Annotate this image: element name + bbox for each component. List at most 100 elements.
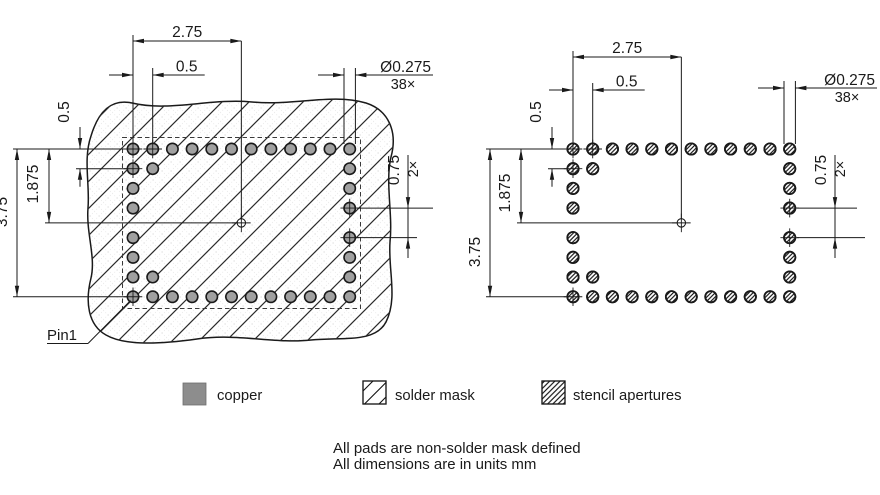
copper-pad: [343, 290, 357, 304]
stencil-aperture: [724, 290, 738, 304]
dim-arrow: [549, 168, 555, 180]
dim-arrow: [14, 149, 20, 160]
note-solder-mask-defined: All pads are non-solder mask defined: [333, 440, 581, 457]
stencil-aperture: [586, 270, 600, 284]
copper-pad: [264, 290, 278, 304]
stencil-aperture: [566, 250, 580, 264]
stencil-swatch: [541, 380, 566, 405]
copper-pad: [225, 290, 239, 304]
stencil-aperture: [783, 270, 797, 284]
copper-pad: [303, 290, 317, 304]
dim-arrow: [333, 72, 344, 78]
note-units: All dimensions are in units mm: [333, 456, 536, 473]
stencil-aperture: [763, 290, 777, 304]
stencil-aperture: [625, 290, 639, 304]
dim-arrow: [46, 211, 52, 223]
copper-pad: [146, 270, 160, 284]
solder-mask-swatch: [362, 380, 387, 405]
stencil-aperture: [645, 290, 659, 304]
dim-text-diameter: Ø0.275: [824, 72, 875, 89]
dim-arrow: [122, 72, 133, 78]
stencil-aperture: [625, 142, 639, 156]
stencil-aperture: [704, 142, 718, 156]
legend: copper solder mask stencil apertures: [182, 380, 682, 406]
stencil-aperture: [566, 201, 580, 215]
copper-pad: [323, 142, 337, 156]
copper-pad: [244, 290, 258, 304]
dim-arrow: [77, 138, 83, 149]
copper-pad: [146, 162, 160, 176]
dim-arrow: [487, 149, 493, 160]
copper-pad: [343, 270, 357, 284]
stencil-aperture: [724, 142, 738, 156]
dim-text-0_5-vertical: 0.5: [56, 101, 73, 123]
dim-text-count: 38×: [391, 77, 416, 93]
dim-arrow: [46, 149, 52, 160]
stencil-aperture: [783, 162, 797, 176]
stencil-aperture: [645, 142, 659, 156]
copper-pad: [303, 142, 317, 156]
stencil-aperture: [566, 181, 580, 195]
stencil-aperture: [605, 290, 619, 304]
stencil-aperture: [664, 142, 679, 156]
legend-label-solder-mask: solder mask: [395, 388, 475, 404]
copper-pad: [126, 181, 140, 195]
copper-pad: [244, 142, 258, 156]
copper-pad: [126, 231, 140, 245]
stencil-aperture: [684, 290, 698, 304]
dim-arrow: [795, 85, 807, 91]
dim-arrow: [773, 85, 784, 91]
dim-arrow: [355, 72, 367, 78]
dim-text-diameter: Ø0.275: [380, 59, 431, 76]
dim-text-count: 38×: [835, 90, 860, 106]
copper-pad: [284, 142, 298, 156]
copper-pad: [264, 142, 278, 156]
dim-arrow: [14, 285, 20, 297]
stencil-aperture: [566, 270, 580, 284]
stencil-aperture: [566, 231, 580, 245]
dim-arrow: [670, 54, 682, 60]
stencil-aperture: [783, 290, 797, 304]
dim-arrow: [152, 72, 164, 78]
stencil-aperture: [586, 162, 600, 176]
copper-pad: [323, 290, 337, 304]
dim-arrow: [549, 138, 555, 149]
dim-text-0_5-horizontal: 0.5: [616, 74, 638, 91]
dim-arrow: [77, 168, 83, 180]
stencil-aperture: [664, 290, 679, 304]
notes: All pads are non-solder mask defined All…: [333, 440, 581, 473]
dim-arrow: [487, 285, 493, 297]
copper-pad: [343, 162, 357, 176]
dim-arrow: [562, 87, 573, 93]
stencil-aperture: [783, 250, 797, 264]
stencil-aperture: [743, 142, 757, 156]
dim-arrow: [133, 38, 144, 44]
dim-text-0_5-horizontal: 0.5: [176, 59, 198, 76]
dim-text-0_75: 0.75: [386, 155, 403, 185]
dim-arrow: [832, 197, 838, 209]
copper-swatch: [182, 382, 207, 406]
pin1-label: Pin1: [47, 327, 77, 344]
dim-text-2_75: 2.75: [172, 24, 202, 41]
stencil-aperture: [783, 181, 797, 195]
legend-label-stencil: stencil apertures: [573, 388, 682, 404]
copper-pad: [165, 142, 179, 156]
stencil-aperture: [684, 142, 698, 156]
copper-pad: [185, 142, 199, 156]
dim-arrow: [405, 237, 411, 249]
dim-text-3_75: 3.75: [0, 197, 11, 227]
copper-pad: [343, 250, 357, 264]
copper-pad: [225, 142, 239, 156]
copper-pad: [284, 290, 298, 304]
stencil-aperture: [704, 290, 718, 304]
copper-pad: [205, 290, 219, 304]
dim-arrow: [230, 38, 242, 44]
copper-pad: [126, 201, 140, 215]
copper-pad: [126, 270, 140, 284]
dim-text-3_75: 3.75: [467, 237, 484, 267]
dim-text-1_875: 1.875: [497, 174, 514, 213]
dim-arrow: [405, 197, 411, 209]
